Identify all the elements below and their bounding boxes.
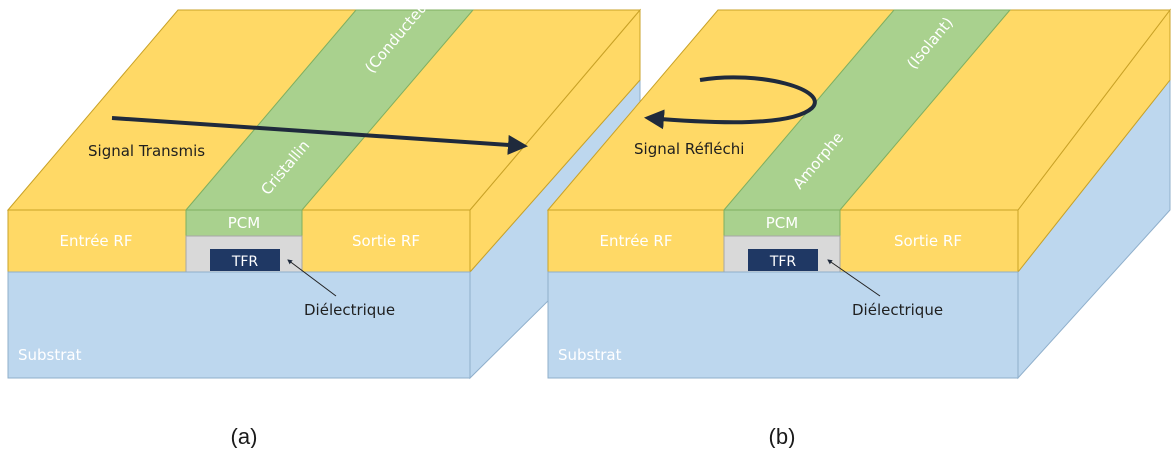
output-metal-block [301, 209, 471, 273]
input-label: Entrée RF [60, 232, 133, 250]
signal-reflected-arrow [644, 75, 817, 130]
tfr-label: TFR [769, 254, 797, 270]
substrate-label: Substrat [18, 346, 82, 364]
panel-caption: (b) [769, 424, 796, 448]
panel-caption: (a) [231, 424, 258, 448]
input-metal-block [7, 209, 187, 273]
dielectric-label: Diélectrique [304, 301, 395, 319]
dielectric-pointer [827, 259, 881, 297]
pcm-label: PCM [766, 214, 798, 232]
pcm-label: PCM [228, 214, 260, 232]
dielectric-pointer [287, 259, 337, 297]
pcm-block [723, 209, 841, 237]
substrate-front [547, 271, 1019, 379]
substrate-front [7, 271, 471, 379]
panel-b: PCM TFR Entrée RF Sortie RF Substrat Dié… [546, 8, 1172, 449]
panel-a: PCM TFR Entrée RF Sortie RF Substrat Dié… [6, 0, 642, 449]
tfr-block [210, 249, 280, 271]
substrate-label: Substrat [558, 346, 622, 364]
output-label: Sortie RF [894, 232, 962, 250]
signal-transmitted-arrow [111, 116, 528, 155]
input-metal-block [547, 209, 725, 273]
tfr-block [748, 249, 818, 271]
dielectric-label: Diélectrique [852, 301, 943, 319]
signal-label: Signal Transmis [88, 142, 205, 160]
output-label: Sortie RF [352, 232, 420, 250]
tfr-label: TFR [231, 254, 259, 270]
input-label: Entrée RF [600, 232, 673, 250]
signal-label: Signal Réfléchi [634, 140, 744, 158]
